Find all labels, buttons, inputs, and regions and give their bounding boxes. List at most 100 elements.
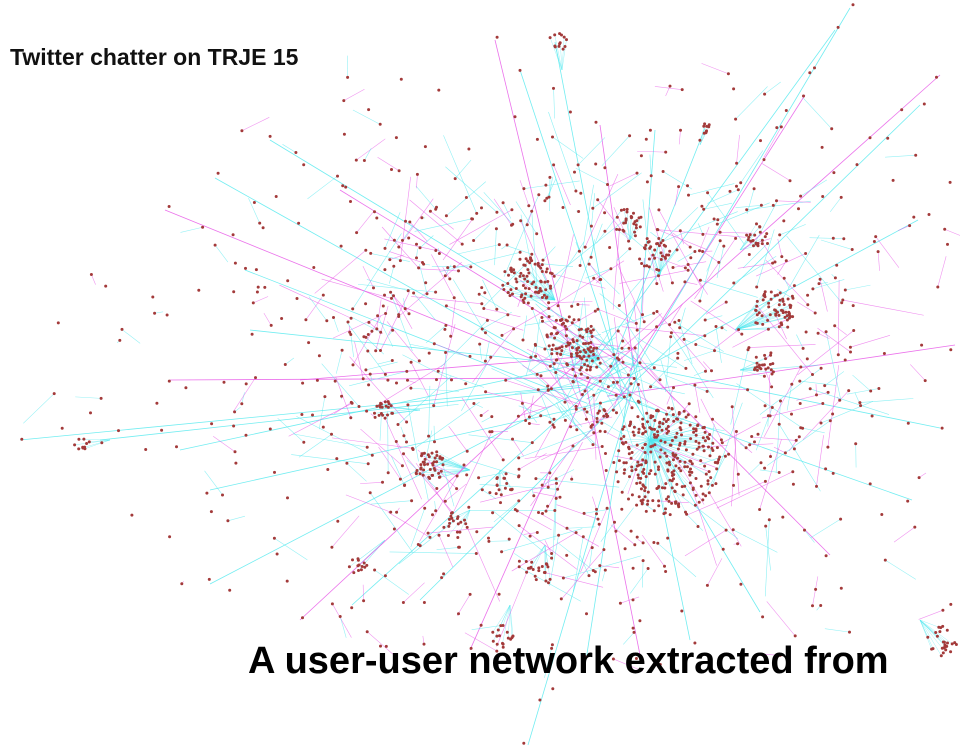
network-node [250,332,254,336]
network-node [688,245,692,249]
network-node [773,294,777,298]
network-node [721,547,725,551]
network-edge [812,279,845,290]
network-node [629,382,633,386]
network-node [595,512,598,516]
network-edge [282,144,297,153]
network-node [620,441,624,445]
network-node [765,232,769,236]
network-node [434,249,438,252]
network-edge [209,396,631,491]
network-edge [471,625,501,630]
network-edge [650,386,685,395]
network-node [635,219,639,223]
network-node [777,313,781,317]
network-edge [480,409,489,416]
network-node [501,645,505,649]
network-node [330,602,334,606]
network-node [165,313,169,317]
network-node [619,437,623,441]
network-node [701,232,705,236]
network-node [621,360,625,364]
network-edge [572,303,583,382]
network-node [417,266,421,270]
network-node [778,233,782,237]
network-node [698,299,702,303]
network-node [736,542,740,546]
network-node [565,362,569,366]
network-node [321,425,325,429]
network-edge [666,387,674,405]
network-edge [180,226,203,233]
network-node [632,211,635,215]
network-node [674,500,678,504]
network-node [581,335,585,339]
network-edge [637,337,687,369]
network-node [781,311,785,315]
network-node [656,242,660,245]
network-edge [380,363,446,404]
network-node [631,430,635,434]
network-node [763,404,767,408]
network-node [609,364,613,368]
network-node [317,354,321,358]
network-node [717,458,721,461]
network-node [390,411,394,415]
network-nodes [20,3,958,745]
network-node [659,251,663,255]
network-node [394,136,398,140]
network-edge [417,449,457,489]
network-edge [445,264,452,276]
network-node [581,535,585,539]
network-node [501,642,505,646]
network-edge [314,249,367,294]
network-edge [622,362,941,429]
network-node [497,592,501,596]
network-edge [601,313,654,334]
network-edge [599,565,620,569]
network-node [737,328,741,332]
network-node [535,531,539,534]
network-edge [541,430,601,461]
network-node [689,437,693,441]
network-edge [756,229,775,288]
network-node [349,333,353,336]
network-edge [335,350,343,374]
network-node [440,576,444,580]
network-node [479,414,483,417]
network-node [117,429,120,433]
network-node [537,193,541,197]
network-node [941,608,945,612]
network-node [436,369,440,373]
network-edge [614,317,620,360]
network-node [833,324,837,328]
network-node [663,486,667,490]
network-node [697,441,701,445]
network-node [649,245,653,249]
network-edge [649,439,679,506]
network-edge [679,307,686,328]
network-edge [434,343,468,357]
network-edge [376,299,382,329]
network-node [913,525,917,529]
network-edge [442,266,451,280]
network-node [527,422,531,425]
network-edge [739,369,765,377]
network-edge [563,360,601,382]
network-node [89,273,93,276]
network-node [622,221,626,225]
network-node [546,485,550,489]
network-node [551,343,555,347]
network-node [360,565,364,568]
network-node [544,288,548,292]
network-node [457,612,460,616]
network-edge [829,197,842,212]
network-node [340,348,344,352]
network-node [627,452,631,456]
network-edge [585,383,632,437]
network-node [578,264,582,267]
network-node [501,283,505,287]
network-edge [596,210,622,244]
network-node [710,483,714,487]
network-node [876,250,880,254]
